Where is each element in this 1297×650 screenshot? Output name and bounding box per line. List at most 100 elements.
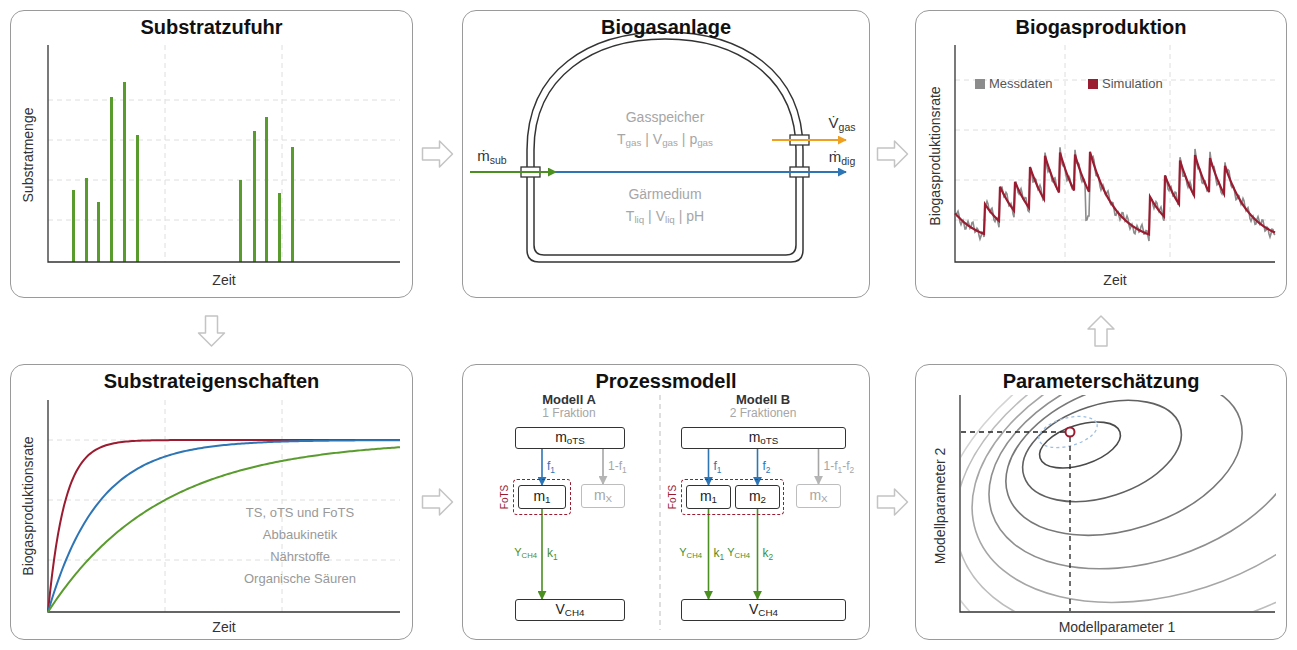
box-label: m (533, 488, 545, 504)
label: | (641, 131, 652, 147)
legend-swatch (975, 79, 985, 89)
bar (265, 117, 268, 262)
edge-label: k (714, 546, 720, 560)
box-label: m (700, 488, 712, 504)
label: Zeit (1103, 272, 1126, 288)
group-label: FoTS (500, 485, 510, 509)
edge-label: 1 (608, 459, 615, 473)
panel-title: Prozessmodell (463, 370, 869, 393)
kinetic-curve (48, 440, 400, 612)
box-label: m1 (533, 489, 550, 504)
label: Biogasproduktionsrate (20, 436, 36, 575)
estimate-lines (961, 432, 1070, 611)
flow-arrow (423, 141, 453, 167)
liquid-level (534, 171, 796, 173)
grid-lines (48, 45, 400, 262)
legend-swatch (1088, 79, 1098, 89)
flow-arrow (1088, 316, 1114, 346)
label: p (689, 131, 697, 147)
box-label: oTS (567, 436, 585, 447)
process-box: moTS (515, 427, 625, 449)
flow-arrow (199, 316, 225, 346)
box-label: X (606, 494, 613, 505)
process-arrow (757, 509, 759, 599)
flow-arrow (878, 141, 908, 167)
box-label: 1 (712, 495, 717, 506)
axis (48, 45, 400, 262)
process-arrow (602, 449, 604, 484)
label: gas (626, 137, 642, 148)
grid-lines (48, 400, 400, 612)
bar (239, 180, 242, 262)
label: YCH4 (727, 546, 750, 559)
inactive-box: mX (581, 484, 625, 508)
edge-label: f1 (546, 460, 556, 473)
label: Substratmenge (20, 108, 36, 203)
digestate-flow (772, 171, 846, 173)
edge-label: 2 (769, 552, 774, 562)
contour-line (1034, 413, 1126, 477)
bar (85, 178, 88, 262)
panel-title: Substrateigenschaften (11, 370, 412, 393)
edge-label: f2 (762, 460, 772, 473)
label: T (626, 208, 635, 224)
edge-label: - (830, 459, 834, 473)
model-divider (659, 395, 660, 630)
legend-text: Messdaten (989, 76, 1053, 91)
label: V (656, 208, 665, 224)
substrate-flow (470, 171, 556, 173)
simulated-curve (955, 152, 1275, 235)
label: Modellparameter 2 (932, 448, 948, 565)
fraction-group: FoTSm1m2 (681, 479, 784, 515)
edge-label: 1 (717, 465, 722, 475)
process-box: moTS (681, 427, 846, 449)
edge-label: k2 (762, 547, 775, 560)
label: dig (841, 155, 855, 167)
contour-line (961, 395, 1276, 611)
process-arrow (818, 449, 820, 484)
process-arrow (708, 509, 710, 599)
contour-line (961, 395, 1276, 611)
box-label: 2 (761, 495, 766, 506)
label: gas (697, 137, 713, 148)
panel-title: Parameterschätzung (916, 370, 1286, 393)
substrate-bars (72, 82, 294, 262)
label: Zeit (212, 272, 235, 288)
edge-label: f1 (713, 460, 723, 473)
label: Tliq | Vliq | pH (626, 208, 704, 224)
edge-label: f (763, 459, 766, 473)
contour-line (1010, 395, 1194, 520)
box-label: V (556, 601, 565, 617)
box-label: V (749, 601, 758, 617)
bar (291, 147, 294, 262)
process-box: m1 (518, 485, 566, 509)
label: Nährstoffe (270, 550, 330, 565)
box-label: m (809, 487, 821, 503)
edge-label: 1 (550, 465, 555, 475)
edge-label: 2 (766, 465, 771, 475)
legend-item: Simulation (1088, 76, 1163, 91)
box-label: m1 (700, 489, 717, 504)
panel-box: Substrateigenschaften (10, 364, 413, 640)
label: gas (662, 137, 678, 148)
label: pH (686, 208, 704, 224)
box-label: m2 (749, 489, 766, 504)
tank-inner (534, 39, 796, 255)
edge-label: - (842, 459, 846, 473)
bar (72, 190, 75, 262)
panel-box: Parameterschätzung (915, 364, 1287, 640)
process-arrow (541, 509, 543, 599)
box-label: CH4 (758, 608, 778, 619)
edge-label: 1-f1 (607, 460, 628, 473)
label: | (678, 131, 689, 147)
label: V̇ (829, 114, 839, 131)
kinetic-curve (48, 440, 400, 612)
inactive-box: mX (796, 484, 841, 508)
bar (110, 97, 113, 262)
edge-label: k (763, 546, 769, 560)
box-label: CH4 (565, 608, 585, 619)
edge-label: f (834, 459, 837, 473)
label: | (675, 208, 686, 224)
